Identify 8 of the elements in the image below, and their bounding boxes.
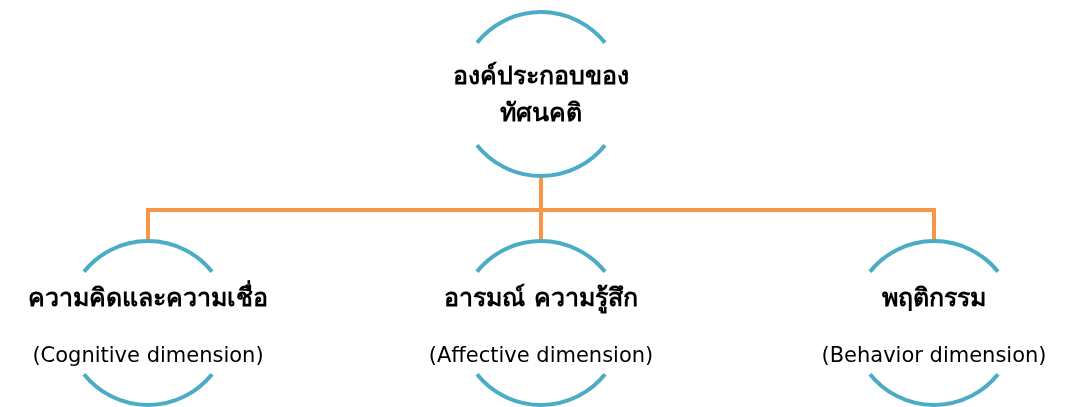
node-title: พฤติกรรม [882, 282, 986, 315]
node-title: องค์ประกอบของ ทัศนคติ [452, 59, 630, 129]
connector-line [539, 176, 936, 241]
node-subtitle: (Cognitive dimension) [32, 342, 264, 367]
node-title: อารมณ์ ความรู้สึก [444, 282, 638, 316]
node-subtitle: (Behavior dimension) [821, 342, 1047, 367]
node-subtitle: (Affective dimension) [428, 342, 654, 367]
node-title: ความคิดและความเชื่อ [28, 279, 268, 317]
